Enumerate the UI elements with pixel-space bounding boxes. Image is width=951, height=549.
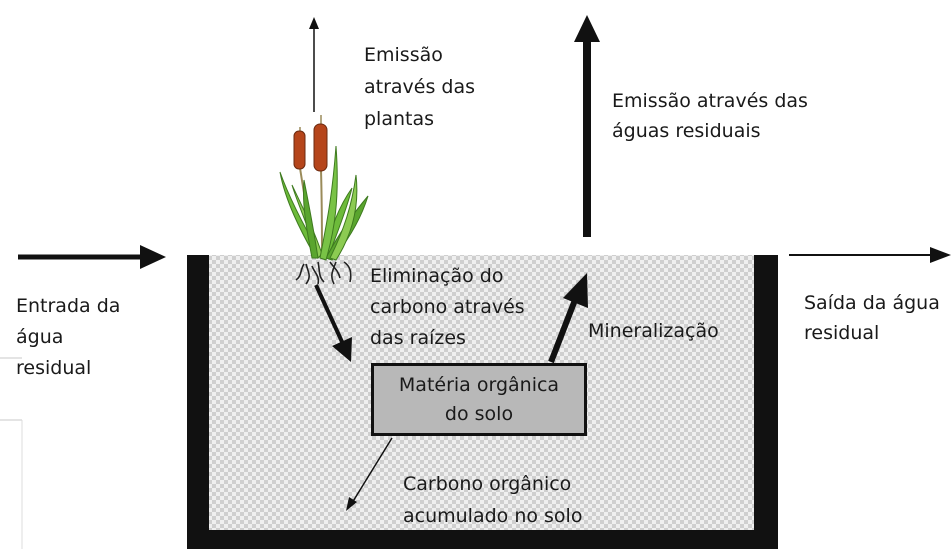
- basin-floor: [187, 530, 778, 549]
- plant-emission-label-line-2: através das: [364, 76, 476, 98]
- cattail-plant-icon: [279, 115, 369, 285]
- soil-organic-matter-box: Matéria orgânica do solo: [371, 363, 587, 436]
- root-elimination-label-line-3: das raízes: [370, 327, 466, 349]
- soil-organic-matter-label-line-1: Matéria orgânica: [398, 374, 560, 396]
- plant-emission-arrow: [309, 17, 319, 112]
- outflow-label-line-2: residual: [804, 322, 880, 344]
- plant-emission-label-line-1: Emissão: [364, 44, 443, 66]
- mineralization-label: Mineralização: [588, 320, 719, 342]
- outflow-label-line-1: Saída da água: [804, 292, 940, 314]
- accumulated-carbon-label-line-2: acumulado no solo: [403, 505, 583, 527]
- basin-left-wall: [187, 255, 209, 548]
- inflow-label-line-2: água: [16, 326, 64, 348]
- inflow-label-line-3: residual: [16, 357, 92, 379]
- water-emission-arrow: [574, 15, 600, 237]
- root-elimination-label-line-1: Eliminação do: [370, 265, 504, 287]
- basin-right-wall: [754, 255, 778, 548]
- root-elimination-label-line-2: carbono através: [370, 296, 525, 318]
- outflow-arrow: [789, 247, 951, 263]
- inflow-label-line-1: Entrada da: [16, 295, 121, 317]
- plant-emission-label-line-3: plantas: [364, 108, 435, 130]
- inflow-arrow: [18, 245, 166, 269]
- soil-organic-matter-label-line-2: do solo: [444, 403, 514, 425]
- root-elimination-arrow: [314, 284, 352, 362]
- water-emission-label-line-1: Emissão através das: [612, 90, 808, 112]
- water-emission-label-line-2: águas residuais: [612, 120, 761, 142]
- mineralization-arrow: [548, 273, 588, 364]
- accumulation-arrow: [346, 437, 393, 511]
- accumulated-carbon-label-line-1: Carbono orgânico: [403, 473, 572, 495]
